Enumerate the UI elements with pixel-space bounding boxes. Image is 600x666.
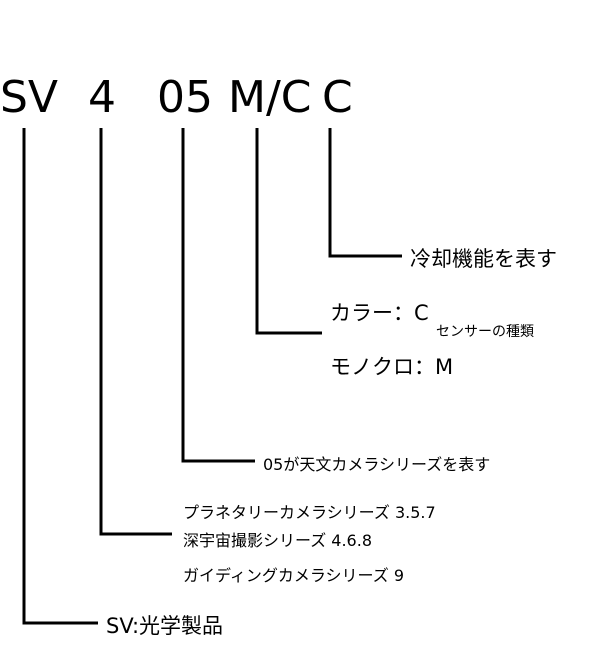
label-sv: SV:光学製品 (106, 614, 224, 638)
connector-cooling (328, 128, 402, 258)
label-mono: モノクロ：M (330, 355, 454, 379)
label-cooling: 冷却機能を表す (410, 247, 557, 271)
code-cooling: C (322, 72, 353, 123)
code-series-number: 4 (88, 72, 116, 123)
code-color-type: M/C (228, 72, 312, 123)
connector-series-number (99, 128, 172, 536)
label-planetary: プラネタリーカメラシリーズ 3.5.7 (183, 503, 436, 522)
label-color: カラー：C (330, 301, 429, 325)
connector-model (181, 128, 255, 463)
label-model: 05が天文カメラシリーズを表す (263, 455, 491, 474)
label-deep-sky: 深宇宙撮影シリーズ 4.6.8 (183, 531, 372, 550)
code-model: 05 (157, 72, 213, 123)
connector-color-type (255, 128, 322, 335)
connector-sv (22, 128, 98, 625)
code-sv: SV (0, 72, 59, 123)
label-guiding: ガイディングカメラシリーズ 9 (183, 566, 405, 585)
label-sensor-type: センサーの種類 (436, 324, 534, 340)
